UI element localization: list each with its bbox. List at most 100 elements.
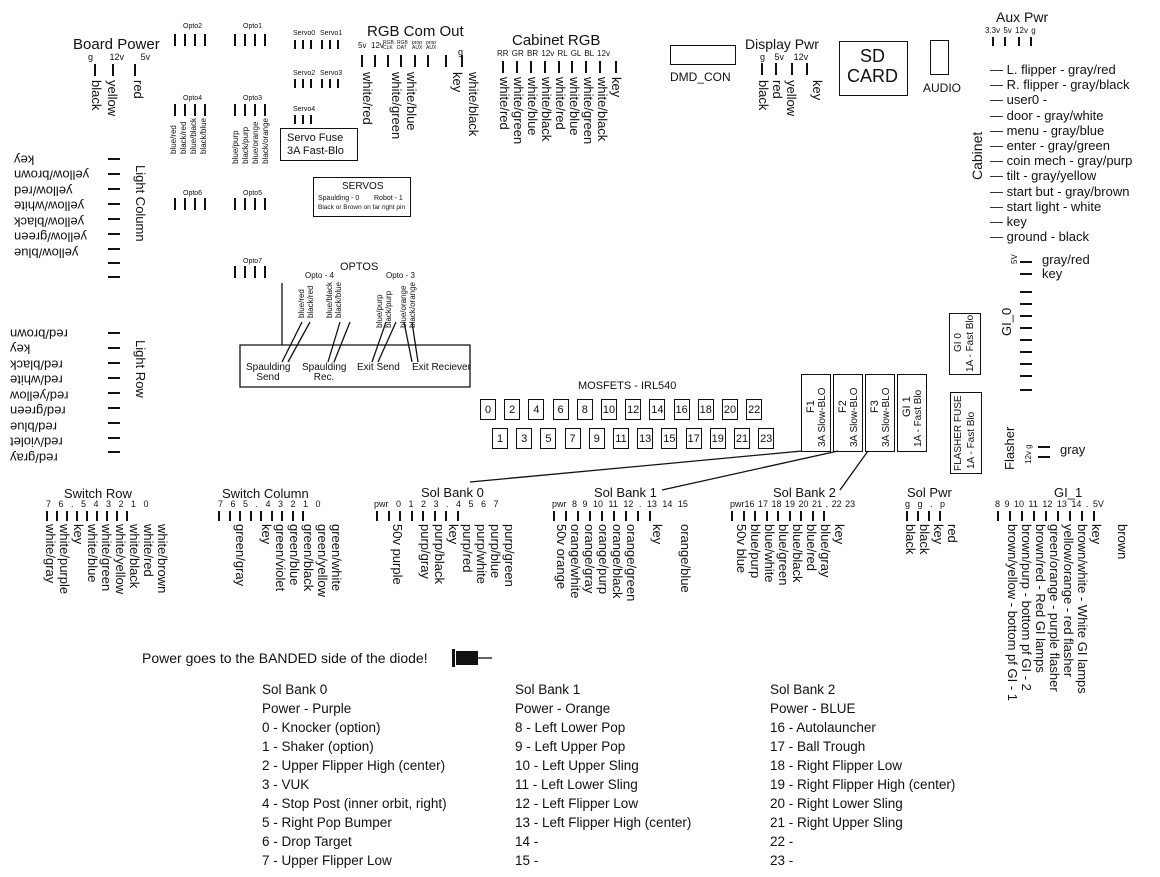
mosfet-17: 17 xyxy=(685,428,702,449)
connector-pin xyxy=(433,511,436,521)
flasher-fuse: FLASHER FUSE 1A - Fast Blo xyxy=(950,392,982,474)
wire-label: white/green xyxy=(99,524,114,592)
wire-label: purp/black xyxy=(432,524,447,584)
wire-label: brown/white - White GI lamps xyxy=(1075,524,1090,694)
wire-label: blue/purp xyxy=(375,294,384,328)
mosfet-8: 8 xyxy=(576,399,593,420)
fuse-f1: F1 3A Slow-BLO xyxy=(801,374,831,452)
legend-sol-bank0: Sol Bank 0 Power - Purple 0 - Knocker (o… xyxy=(262,680,447,870)
wire-label: purp/gray xyxy=(418,524,433,579)
fuse-f2: F2 3A Slow-BLO xyxy=(833,374,863,452)
gi0-wire-0: gray/red xyxy=(1042,252,1090,267)
wire-label: white/blue xyxy=(525,77,540,136)
cabinet-rgb-title: Cabinet RGB xyxy=(512,32,601,49)
connector-pin xyxy=(228,511,231,521)
connector-pin xyxy=(302,511,304,521)
wire-label: yellow/black xyxy=(14,214,85,230)
connector-pin xyxy=(601,511,603,521)
wire-label: orange/purp xyxy=(596,524,611,595)
wire-label: key xyxy=(1089,524,1104,545)
wire-label: black xyxy=(903,524,918,555)
audio-jack xyxy=(930,40,949,75)
wire-label: white/black xyxy=(595,77,610,142)
wire-label: black/red xyxy=(306,285,315,319)
display-pwr-wires: black red yellow key xyxy=(755,80,825,116)
wire-label: red/brown xyxy=(10,326,68,342)
rgb-pin-dat: RGB DAT xyxy=(397,40,408,51)
fuse-name: F3 xyxy=(869,400,881,413)
legend-item: 12 - Left Flipper Low xyxy=(515,796,639,811)
wire-label: blue/green xyxy=(776,524,791,586)
wire-label: blue/red xyxy=(804,524,819,571)
wire-label: white/green xyxy=(389,72,404,140)
connector-pin xyxy=(800,511,802,521)
wire-label: white/black xyxy=(539,77,554,142)
wire-label: red/white xyxy=(10,373,63,388)
rgb-com-wires: white/red white/green white/blue key whi… xyxy=(358,72,481,140)
connector-pin xyxy=(637,511,639,521)
cabinet-item: — coin mech - gray/purp xyxy=(990,153,1133,169)
pin-label: 3.3v xyxy=(985,26,1001,35)
fuse-rating: 3A Slow-BLO xyxy=(881,387,892,447)
wire-label: black/orange xyxy=(408,282,417,328)
wire-label: red xyxy=(945,524,960,543)
pin-label: RR xyxy=(497,49,509,58)
light-column-wires: yellow/blue yellow/green yellow/black ye… xyxy=(14,152,114,261)
fuse-rating: 3A Slow-BLO xyxy=(849,387,860,447)
pin-label: 12v xyxy=(541,49,555,58)
legend-item: 7 - Upper Flipper Low xyxy=(262,853,392,868)
wire-label: blue/purp xyxy=(748,524,763,579)
light-row-title: Light Row xyxy=(133,340,148,398)
cabinet-title: Cabinet xyxy=(969,131,985,180)
flasher-wire: gray xyxy=(1060,442,1086,457)
mosfet-12: 12 xyxy=(625,399,642,420)
rgb-pin-aux1: prop AUX xyxy=(412,40,423,51)
wire-label: blue/black xyxy=(325,282,334,319)
connector-pin xyxy=(126,511,128,521)
connector-pin xyxy=(788,511,791,521)
pin-label: 5V xyxy=(1010,254,1019,264)
wire-label: white/red xyxy=(141,524,156,577)
legend-item: 14 - xyxy=(515,834,539,849)
connector-pin xyxy=(218,511,220,521)
connector-pin xyxy=(410,511,413,521)
legend-title: Sol Bank 0 xyxy=(262,682,328,697)
dmd-label: DMD_CON xyxy=(670,70,731,84)
opto2-label: Opto2 xyxy=(183,23,203,30)
wire-label: orange/gray xyxy=(582,524,597,594)
cabinet-item: — user0 - xyxy=(990,92,1048,108)
sd-label: SD xyxy=(860,46,886,66)
sol-pwr-title: Sol Pwr xyxy=(907,485,952,500)
wire-label: red/violet xyxy=(10,435,63,450)
wire-label: blue/orange xyxy=(251,121,260,164)
wire-label: white/black xyxy=(127,524,142,589)
connector-pin xyxy=(625,511,627,521)
legend-item: 15 - xyxy=(515,853,539,868)
fuse-rating: 3A Slow-BLO xyxy=(817,387,828,447)
optos-opto4: Opto - 4 xyxy=(305,271,334,280)
pin-label: 12v xyxy=(597,49,610,58)
connector-pin xyxy=(260,511,262,521)
legend-item: 20 - Right Lower Sling xyxy=(770,796,903,811)
wire-label: yellow xyxy=(105,80,120,117)
wire-label: yellow/red xyxy=(14,183,73,199)
wire-label: key xyxy=(10,342,31,357)
wire-label: red/black xyxy=(10,357,63,373)
pin-label: BR xyxy=(527,49,539,58)
pin-label: BL xyxy=(584,49,594,58)
wire-label: red xyxy=(131,80,146,99)
servo4-label: Servo4 xyxy=(293,106,316,113)
audio-label: AUDIO xyxy=(923,81,962,95)
pin-label: g xyxy=(1031,26,1036,35)
wire-label: green/blue xyxy=(287,524,302,586)
connector-pin xyxy=(765,511,768,521)
mosfet-15: 15 xyxy=(661,428,678,449)
wire-label: black xyxy=(917,524,932,555)
gi0-fuse-label: GI 0 xyxy=(953,333,964,352)
wire-label: white/red xyxy=(553,77,568,130)
wire-label: key xyxy=(609,77,624,98)
wire-label: purp/green xyxy=(502,524,517,587)
legend-item: 23 - xyxy=(770,853,794,868)
cabinet-item: — R. flipper - gray/black xyxy=(990,77,1130,93)
cabinet-item: — door - gray/white xyxy=(990,107,1104,123)
